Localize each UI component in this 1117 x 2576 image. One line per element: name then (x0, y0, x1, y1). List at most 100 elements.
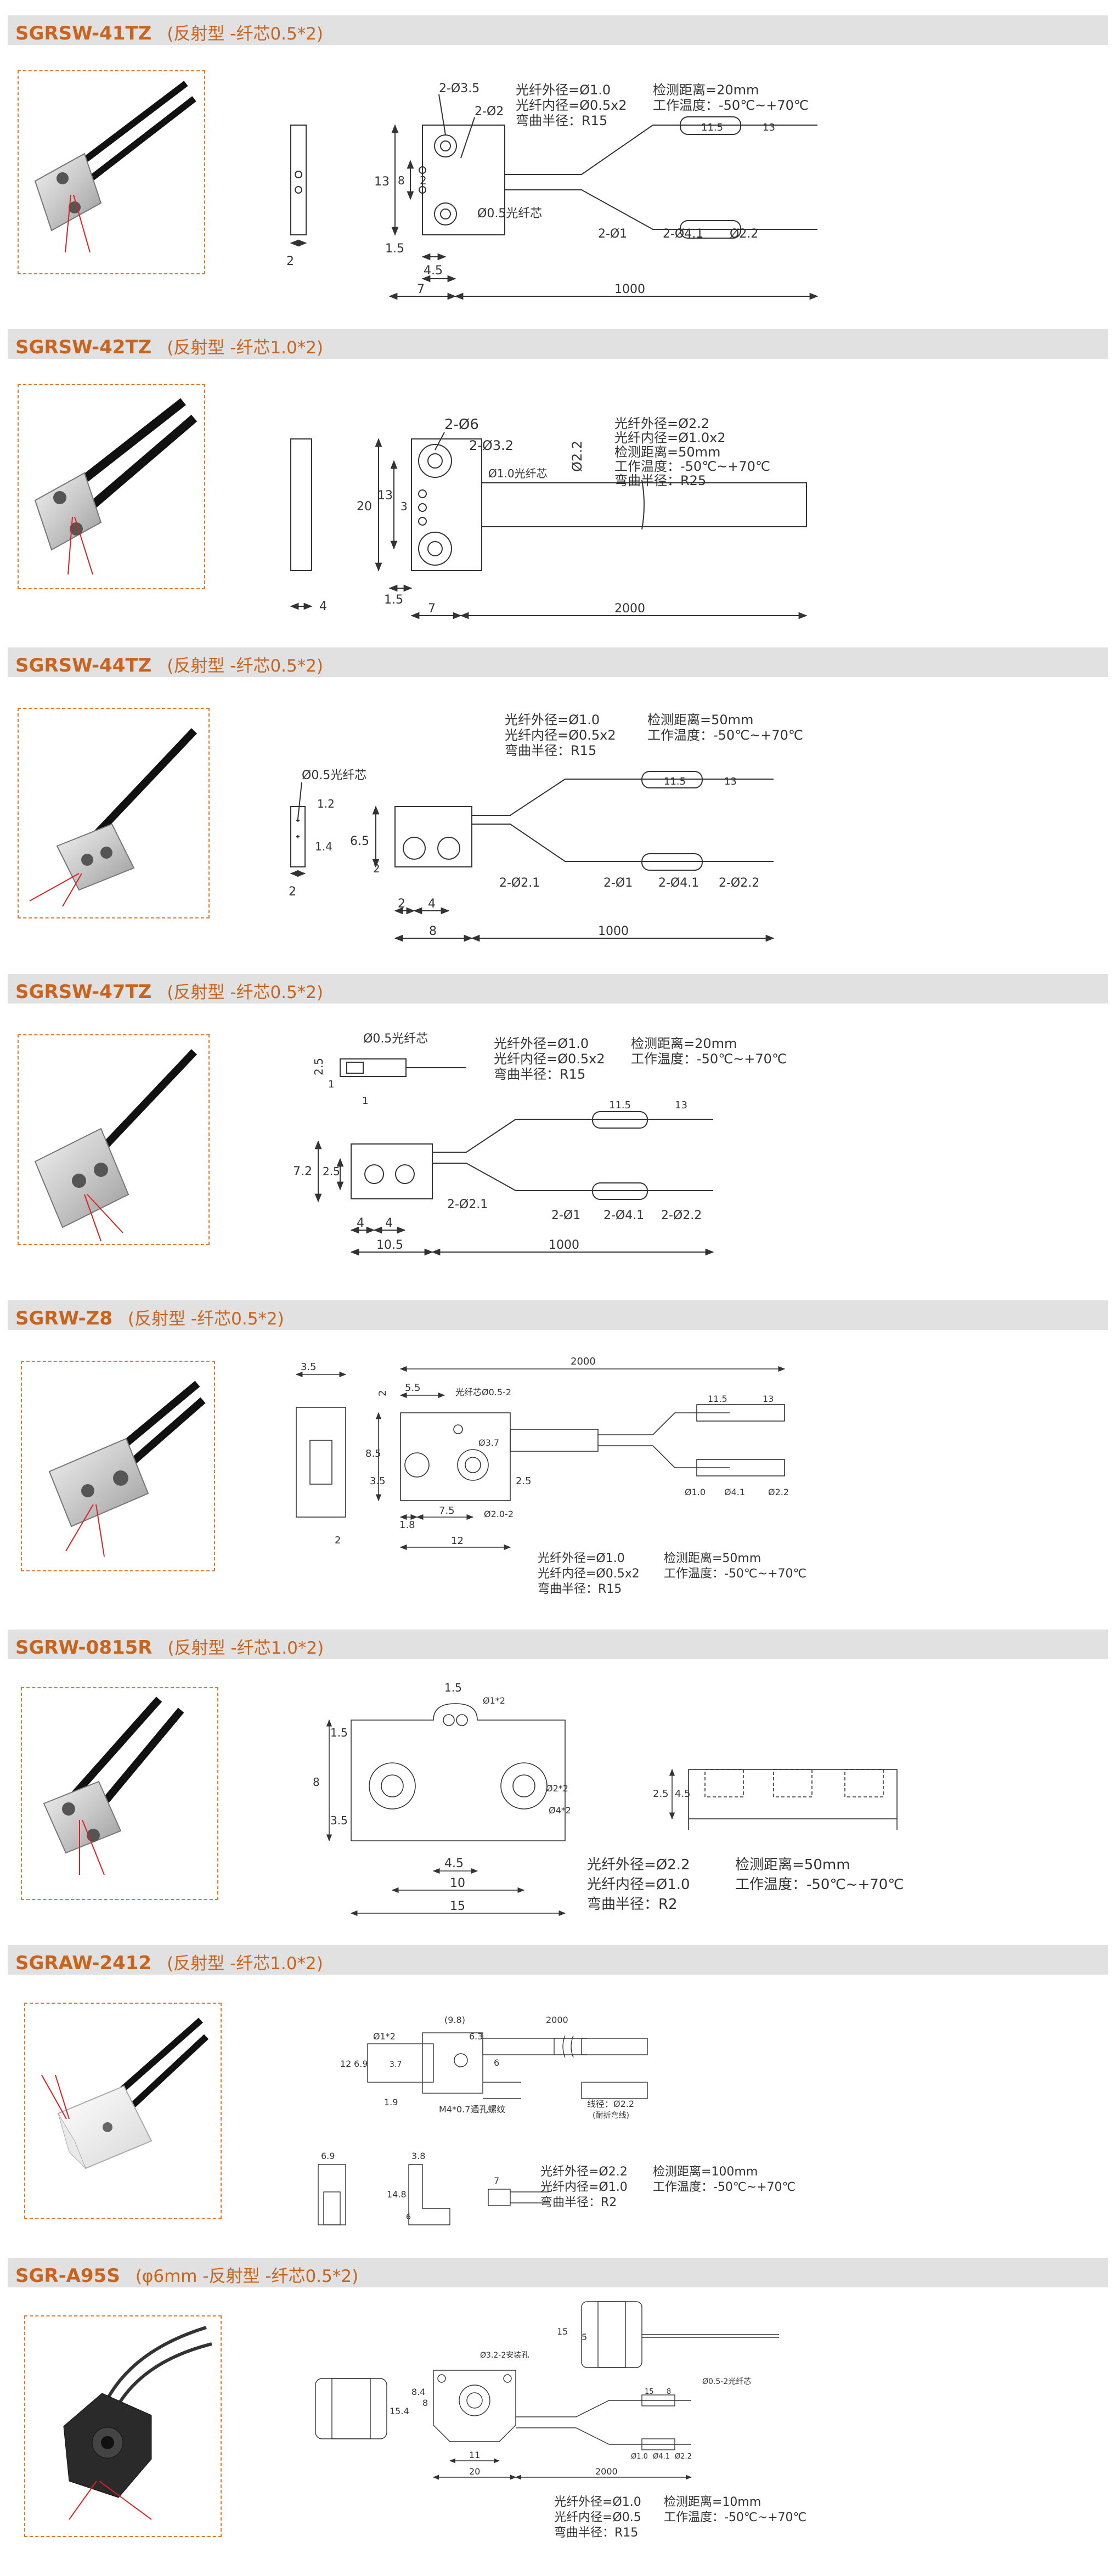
section-header: SGR-A95S(φ6mm -反射型 -纤芯0.5*2) (8, 2258, 1108, 2287)
dim-d1b: 1 (362, 1095, 368, 1107)
dim-d11: 11 (469, 2450, 480, 2460)
spec-outer: 光纤外径=Ø2.2 (614, 416, 709, 431)
dim-h8: 8 (313, 1775, 320, 1789)
spec-inner: 光纤内径=Ø0.5x2 (494, 1051, 605, 1067)
dim-b6: 6 (406, 2213, 411, 2222)
product-photo (18, 384, 205, 589)
dim-d63: 6.3 (469, 2031, 483, 2042)
dim-b38: 3.8 (411, 2151, 425, 2161)
dim-slot: 2-Ø2 (475, 105, 504, 119)
spec-inner: 光纤内径=Ø0.5 (554, 2511, 641, 2524)
spec-temp: 工作温度：-50℃~+70℃ (664, 2511, 806, 2524)
dim-wire2: (耐折弯线) (593, 2111, 629, 2120)
spec-bend: 弯曲半径：R15 (516, 113, 607, 128)
dim-c2: Ø2*2 (546, 1783, 568, 1794)
spec-outer: 光纤外径=Ø2.2 (540, 2165, 628, 2179)
dim-c4: Ø4*2 (549, 1805, 571, 1816)
dim-l115: 11.5 (701, 122, 723, 133)
spec-bend: 弯曲半径：R2 (540, 2196, 617, 2209)
dim-d1: 2-Ø1 (551, 1209, 580, 1222)
dim-a: 2 (398, 897, 405, 911)
dim-h84: 8.4 (411, 2387, 425, 2397)
spec-outer: 光纤外径=Ø1.0 (538, 1552, 625, 1565)
model-name: SGRSW-47TZ (15, 981, 152, 1003)
model-type: (反射型 -纤芯1.0*2) (167, 1954, 323, 1974)
sensor-photo-image (41, 2017, 209, 2169)
dim-dia: Ø2.2 (569, 441, 585, 472)
dim-w3: 3 (400, 500, 408, 513)
spec-bend: 弯曲半径：R15 (505, 743, 596, 758)
sensor-photo-image (43, 1696, 184, 1875)
technical-drawing: Ø0.5光纤芯 1.2 1.4 2 6.5 2 2 4 8 1000 2-Ø2.… (289, 712, 803, 942)
spec-outer: 光纤外径=Ø1.0 (494, 1036, 589, 1051)
model-name: SGRW-Z8 (15, 1307, 112, 1329)
spec-dist: 检测距离=20mm (631, 1036, 737, 1051)
spec-dist: 检测距离=50mm (614, 444, 720, 460)
product-photo (24, 2315, 222, 2537)
dim-w8: 8 (398, 174, 405, 187)
spec-dist: 检测距离=10mm (664, 2495, 761, 2509)
spec-inner: 光纤内径=Ø0.5x2 (505, 728, 616, 743)
sensor-photo-image (34, 81, 196, 253)
model-type: (反射型 -纤芯0.5*2) (127, 1309, 284, 1329)
technical-drawing: 4 20 13 3 1.5 7 2000 2-Ø6 2-Ø3.2 Ø1.0光纤芯… (290, 416, 808, 619)
dim-d2: 2 (377, 1390, 388, 1396)
model-type: (反射型 -纤芯1.0*2) (167, 1638, 324, 1658)
dim-d41: Ø4.1 (724, 1487, 745, 1497)
section-header: SGRSW-47TZ(反射型 -纤芯0.5*2) (8, 974, 1108, 1004)
section-sgrsw-47tz: SGRSW-47TZ(反射型 -纤芯0.5*2) Ø0.5光纤芯 2.5 1 1… (0, 974, 1117, 1292)
dim-len: 2000 (571, 1356, 596, 1367)
technical-drawing: 15.4 8.4 8 Ø3.2-2安装孔 11 20 2000 5 15 Ø0.… (315, 2301, 806, 2540)
model-type: (反射型 -纤芯0.5*2) (167, 656, 324, 676)
dim-d4: 2-Ø4.1 (658, 876, 699, 890)
sensor-photo-image (48, 1380, 206, 1557)
dim-a: 1.5 (385, 242, 404, 256)
dim-d41: Ø4.1 (653, 2453, 670, 2461)
dim-d14: 1.4 (315, 840, 332, 853)
spec-bend: 弯曲半径：R15 (494, 1067, 585, 1082)
sensor-photo-image (29, 728, 198, 907)
model-name: SGR-A95S (15, 2265, 120, 2287)
dim-len: 2000 (614, 602, 645, 616)
dim-d22: Ø2.2 (768, 1487, 789, 1497)
dim-b69: 6.9 (321, 2151, 335, 2161)
spec-outer: 光纤外径=Ø2.2 (587, 1857, 690, 1873)
dim-hole: Ø1*2 (483, 1695, 505, 1706)
spec-temp: 工作温度：-50℃~+70℃ (653, 2180, 796, 2194)
section-header: SGRSW-42TZ(反射型 -纤芯1.0*2) (8, 329, 1108, 359)
model-type: (反射型 -纤芯0.5*2) (167, 24, 324, 44)
dim-l13: 13 (724, 776, 737, 787)
section-sgraw-2412: SGRAW-2412(反射型 -纤芯1.0*2) (9.8) 2000 Ø1*2… (0, 1945, 1117, 2252)
dim-l115: 11.5 (609, 1100, 631, 1111)
model-name: SGRAW-2412 (15, 1952, 152, 1974)
dim-c: 7 (428, 602, 436, 616)
dim-b: 10 (450, 1876, 465, 1890)
dim-len: 1000 (614, 283, 645, 296)
dim-core: Ø0.5-2光纤芯 (702, 2377, 751, 2386)
section-sgrsw-41tz: SGRSW-41TZ(反射型 -纤芯0.5*2) 2 13 8 2 (0, 15, 1117, 323)
dim-d12: 12 (340, 2059, 351, 2069)
dim-d25: 2.5 (312, 1058, 325, 1075)
section-sgrsw-42tz: SGRSW-42TZ(反射型 -纤芯1.0*2) 4 20 13 3 1.5 7 (0, 329, 1117, 642)
spec-bend: 弯曲半径：R25 (614, 473, 706, 488)
dim-h35: 3.5 (330, 1814, 348, 1827)
dim-b: 4 (428, 897, 436, 911)
dim-core: Ø0.5光纤芯 (477, 207, 542, 221)
dim-l15: 15 (645, 2388, 654, 2396)
model-name: SGRW-0815R (15, 1637, 153, 1659)
dim-t: 2 (286, 255, 294, 268)
dim-d55: 5.5 (405, 1382, 421, 1394)
spec-bend: 弯曲半径：R2 (587, 1896, 678, 1913)
spec-temp: 工作温度：-50℃~+70℃ (664, 1567, 806, 1581)
spec-temp: 工作温度：-50℃~+70℃ (735, 1876, 904, 1893)
section-header: SGRAW-2412 (反射型 -纤芯1.0*2) (8, 1945, 1108, 1975)
dim-d10: Ø1.0 (631, 2453, 648, 2461)
dim-r5: 5 (582, 2332, 587, 2342)
spec-inner: 光纤内径=Ø1.0 (587, 1876, 690, 1893)
dim-d19: 1.9 (384, 2097, 398, 2107)
dim-b148: 14.8 (387, 2189, 407, 2200)
dim-c: 12 (451, 1535, 464, 1547)
dim-h25: 2.5 (516, 1475, 532, 1487)
dim-d22: Ø2.2 (675, 2453, 692, 2461)
dim-h: 20 (357, 500, 372, 514)
